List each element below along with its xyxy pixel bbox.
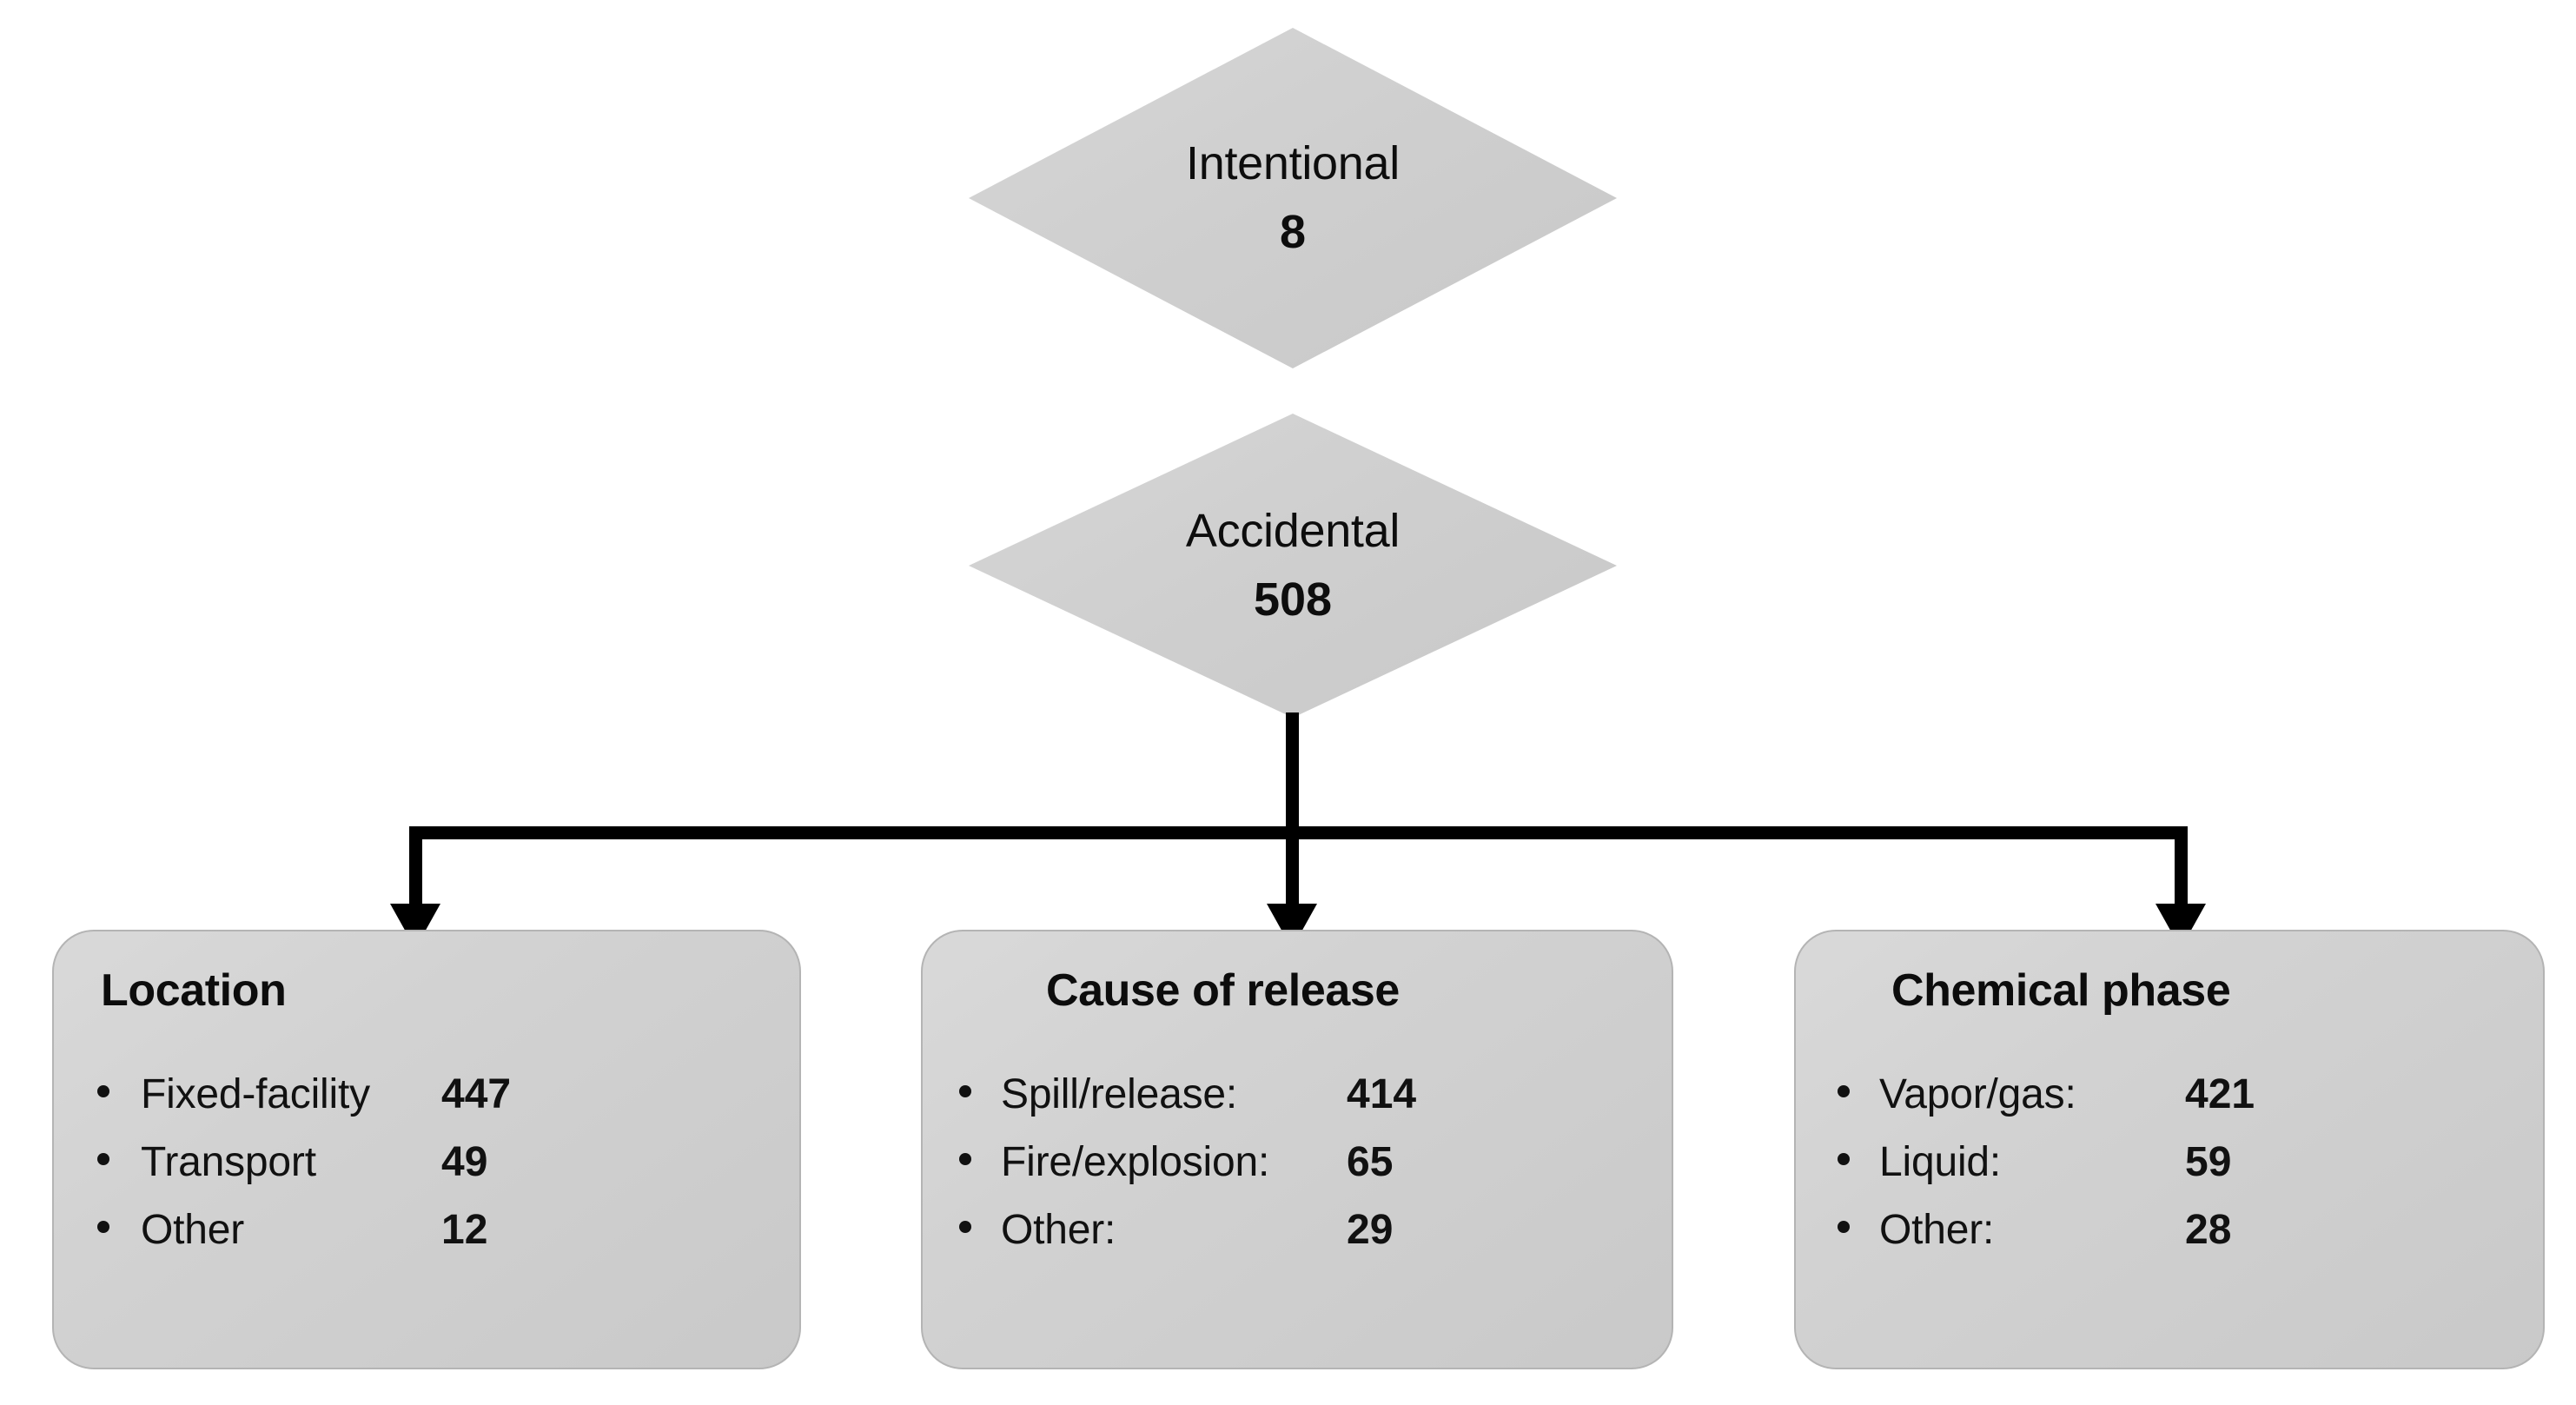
- node-accidental[interactable]: Accidental 508: [969, 414, 1617, 718]
- node-intentional-value: 8: [1279, 206, 1307, 258]
- list-item: Transport 49: [54, 1138, 799, 1206]
- item-label: Liquid:: [1879, 1139, 2002, 1185]
- category-box-location[interactable]: Location Fixed-facility 447 Transport 49…: [52, 930, 801, 1369]
- item-label: Other:: [1001, 1207, 1116, 1253]
- item-label: Other: [141, 1207, 245, 1253]
- connector-drop-middle: [1286, 826, 1299, 920]
- list-item: Other: 28: [1796, 1206, 2543, 1274]
- bullet-icon: [1838, 1153, 1850, 1165]
- list-item: Fixed-facility 447: [54, 1070, 799, 1138]
- item-label: Vapor/gas:: [1879, 1071, 2076, 1117]
- list-item: Liquid: 59: [1796, 1138, 2543, 1206]
- node-intentional[interactable]: Intentional 8: [969, 28, 1617, 368]
- item-value: 59: [2185, 1139, 2232, 1185]
- box-title-chemical-phase: Chemical phase: [1891, 965, 2231, 1016]
- item-list-location: Fixed-facility 447 Transport 49 Other 12: [54, 1070, 799, 1274]
- bullet-icon: [1838, 1221, 1850, 1233]
- diamond-shape-intentional: [969, 28, 1617, 368]
- item-label: Transport: [141, 1139, 316, 1185]
- item-value: 28: [2185, 1207, 2232, 1253]
- node-accidental-label: Accidental: [1185, 505, 1401, 558]
- item-value: 447: [441, 1071, 512, 1117]
- bullet-icon: [959, 1085, 971, 1097]
- bullet-icon: [97, 1153, 109, 1165]
- diamond-shape-accidental: [969, 414, 1617, 718]
- bullet-icon: [97, 1085, 109, 1097]
- item-label: Spill/release:: [1001, 1071, 1238, 1117]
- list-item: Spill/release: 414: [923, 1070, 1672, 1138]
- item-label: Fixed-facility: [141, 1071, 370, 1117]
- bullet-icon: [959, 1221, 971, 1233]
- item-list-cause-of-release: Spill/release: 414 Fire/explosion: 65 Ot…: [923, 1070, 1672, 1274]
- bullet-icon: [1838, 1085, 1850, 1097]
- bullet-icon: [97, 1221, 109, 1233]
- list-item: Other 12: [54, 1206, 799, 1274]
- node-accidental-value: 508: [1253, 573, 1333, 626]
- item-value: 12: [441, 1207, 488, 1253]
- item-label: Fire/explosion:: [1001, 1139, 1270, 1185]
- item-value: 414: [1347, 1071, 1417, 1117]
- connector-stem-vertical: [1286, 712, 1299, 836]
- connector-drop-left: [409, 826, 422, 920]
- list-item: Fire/explosion: 65: [923, 1138, 1672, 1206]
- category-box-chemical-phase[interactable]: Chemical phase Vapor/gas: 421 Liquid: 59…: [1794, 930, 2545, 1369]
- item-list-chemical-phase: Vapor/gas: 421 Liquid: 59 Other: 28: [1796, 1070, 2543, 1274]
- item-value: 65: [1347, 1139, 1394, 1185]
- box-title-location: Location: [101, 965, 287, 1016]
- bullet-icon: [959, 1153, 971, 1165]
- item-label: Other:: [1879, 1207, 1995, 1253]
- node-intentional-label: Intentional: [1186, 137, 1400, 190]
- connector-drop-right: [2175, 826, 2188, 920]
- box-title-cause-of-release: Cause of release: [1046, 965, 1400, 1016]
- list-item: Vapor/gas: 421: [1796, 1070, 2543, 1138]
- item-value: 29: [1347, 1207, 1394, 1253]
- list-item: Other: 29: [923, 1206, 1672, 1274]
- item-value: 49: [441, 1139, 488, 1185]
- item-value: 421: [2185, 1071, 2255, 1117]
- category-box-cause-of-release[interactable]: Cause of release Spill/release: 414 Fire…: [921, 930, 1673, 1369]
